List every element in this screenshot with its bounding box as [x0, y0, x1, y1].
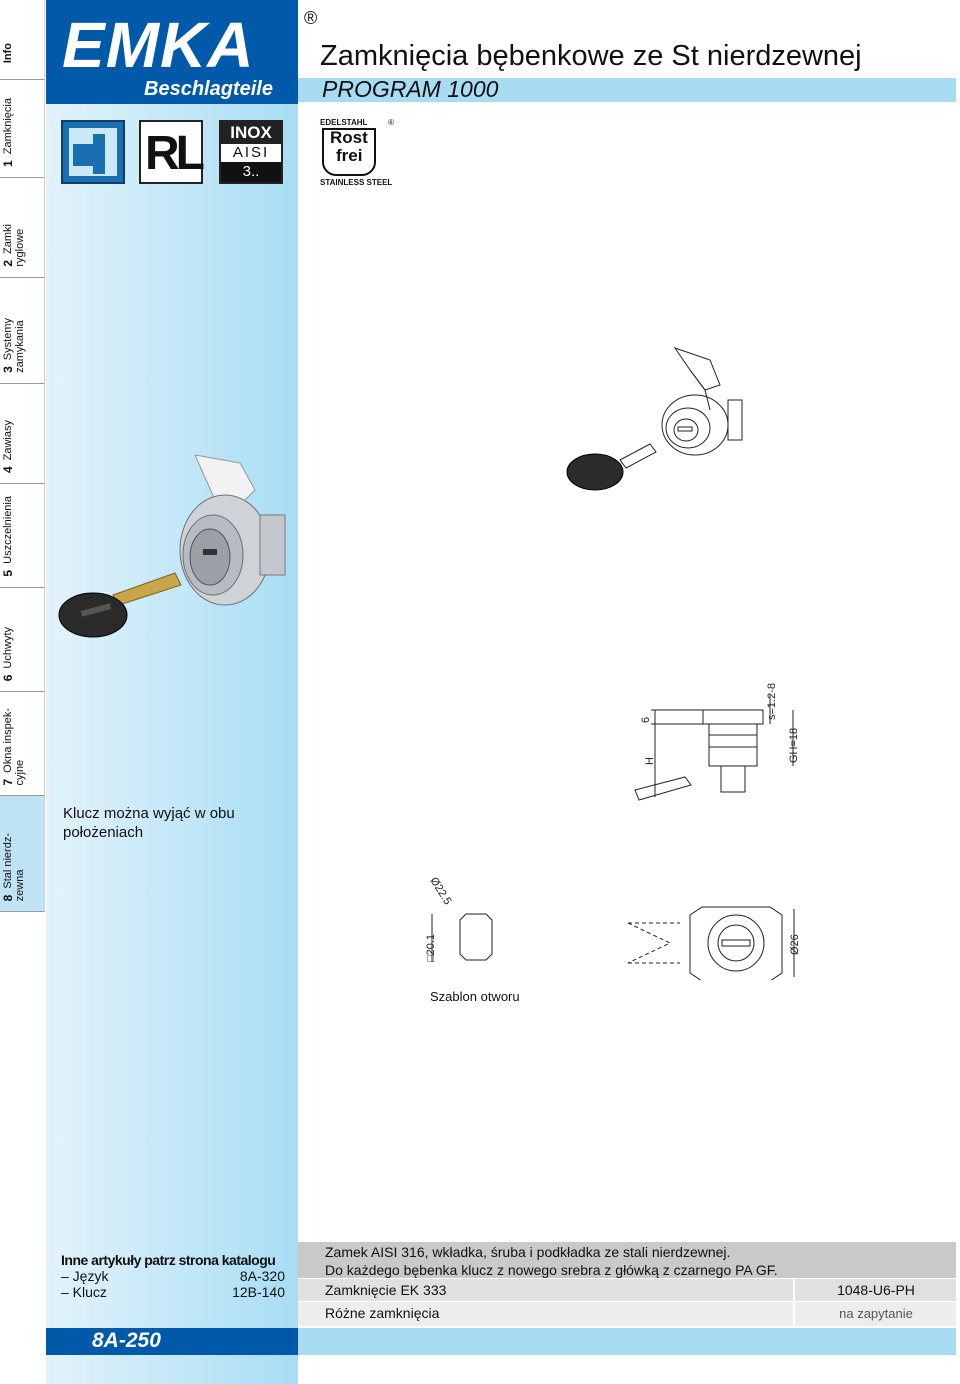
page-number-bar — [46, 1328, 298, 1355]
tab-num: 8 — [1, 894, 15, 901]
tab-num: 3 — [1, 366, 15, 373]
hole-template-label: Szablon otworu — [430, 989, 520, 1004]
see-also-title: Inne artykuły patrz strona katalogu — [61, 1252, 276, 1268]
tab-text: Info — [2, 42, 14, 63]
section-tabs: Info 1 Zamknięcia 2Zamki ryglowe 3Systemy… — [0, 0, 45, 912]
dim-6: 6 — [640, 717, 652, 723]
rostfrei-bottom: STAINLESS STEEL — [320, 178, 393, 187]
rostfrei-word1: Rost — [330, 128, 368, 147]
registered-mark: ® — [304, 8, 318, 28]
rostfrei-shield-icon — [322, 128, 376, 176]
hole-template-drawing: Ø22.5 □20.1 — [425, 875, 493, 962]
footer-band — [298, 1328, 956, 1355]
spec-row-label: Różne zamknięcia — [325, 1305, 440, 1321]
tab-uchwyty[interactable]: 6 Uchwyty — [0, 588, 45, 692]
key-note-line2: położeniach — [63, 824, 144, 841]
tab-text: Okna inspek- cyjne — [2, 707, 26, 786]
see-also-row: – Klucz 12B-140 — [61, 1284, 285, 1300]
tab-num: 2 — [1, 260, 15, 267]
brand-logo: EMKA — [62, 9, 255, 81]
inox-badge-mid: AISI — [232, 144, 270, 161]
page-number: 8A-250 — [92, 1329, 161, 1352]
dim-H: H — [644, 757, 656, 765]
rostfrei-top: EDELSTAHL — [320, 118, 368, 127]
key-note-line1: Klucz można wyjąć w obu — [63, 805, 235, 822]
technical-side-view: 6 H s=1.2-8 GH=18 — [634, 683, 800, 801]
brand-subtitle-bar — [46, 76, 298, 104]
inox-badge: INOX AISI 3.. — [219, 120, 283, 184]
tab-text: Zamknięcia — [2, 98, 14, 155]
sidebar-column — [46, 0, 298, 1384]
see-also-page[interactable]: 8A-320 — [239, 1268, 285, 1284]
tab-zamkniecia[interactable]: 1 Zamknięcia — [0, 80, 45, 178]
tab-num: 1 — [1, 160, 15, 167]
see-also-page[interactable]: 12B-140 — [232, 1284, 285, 1300]
brand-subtitle: Beschlagteile — [144, 78, 273, 100]
spec-description-line2: Do każdego bębenka klucz z nowego srebra… — [325, 1262, 778, 1278]
lock-drawing-3d — [566, 347, 743, 491]
spec-description — [298, 1242, 956, 1278]
spec-row-code: na zapytanie — [793, 1302, 957, 1326]
tab-stal-nierdzewna[interactable]: 8Stal nierdz- zewna — [0, 796, 45, 912]
tab-text: Uchwyty — [2, 626, 14, 669]
see-also-label: – Klucz — [61, 1284, 107, 1300]
tab-text: Stal nierdz- zewna — [2, 832, 26, 901]
profile-icon — [61, 120, 125, 184]
dim-diameter-26: Ø26 — [789, 934, 801, 955]
tab-num: 5 — [1, 570, 15, 577]
program-title: PROGRAM 1000 — [322, 76, 499, 102]
technical-front-view: Ø26 — [627, 906, 801, 980]
lock-photo-left — [58, 454, 286, 638]
tab-text: Zawiasy — [2, 419, 14, 461]
rostfrei-logo: EDELSTAHL ® Rost frei STAINLESS STEEL — [320, 118, 400, 188]
dim-hole-diameter: Ø22.5 — [427, 875, 453, 907]
dim-GH: GH=18 — [788, 728, 800, 763]
tab-num: 7 — [1, 778, 15, 785]
tab-text: Uszczelnienia — [2, 496, 14, 565]
spec-row-code: 1048-U6-PH — [793, 1279, 957, 1301]
tab-text: Systemy zamykania — [2, 318, 26, 373]
spec-row-label: Zamknięcie EK 333 — [325, 1282, 447, 1298]
dim-hole-square: □20.1 — [425, 934, 437, 962]
spec-row — [298, 1279, 956, 1301]
tab-zamki-ryglowe[interactable]: 2Zamki ryglowe — [0, 178, 45, 278]
key-note: Klucz można wyjąć w obu położeniach — [63, 804, 235, 842]
header-band — [298, 78, 956, 102]
spec-description-line1: Zamek AISI 316, wkładka, śruba i podkład… — [325, 1244, 731, 1260]
see-also-box: Inne artykuły patrz strona katalogu – Ję… — [61, 1252, 285, 1300]
spec-row — [298, 1302, 956, 1326]
tab-uszczelnienia[interactable]: 5 Uszczelnienia — [0, 484, 45, 588]
inox-badge-top: INOX — [221, 122, 281, 144]
tab-systemy-zamykania[interactable]: 3Systemy zamykania — [0, 278, 45, 384]
see-also-label: – Język — [61, 1268, 109, 1284]
rl-badge: RL — [139, 120, 205, 184]
rostfrei-registered: ® — [388, 118, 394, 127]
inox-badge-bottom: 3.. — [221, 162, 281, 182]
tab-info[interactable]: Info — [0, 0, 45, 80]
rl-badge-text: RL — [145, 127, 205, 180]
dim-s: s=1.2-8 — [766, 683, 778, 720]
tab-zawiasy[interactable]: 4 Zawiasy — [0, 384, 45, 484]
tab-num: 4 — [1, 466, 15, 473]
tab-okna-inspekcyjne[interactable]: 7Okna inspek- cyjne — [0, 692, 45, 796]
page-title: Zamknięcia bębenkowe ze St nierdzewnej — [320, 40, 862, 72]
rostfrei-word2: frei — [336, 146, 363, 165]
tab-num: 6 — [1, 674, 15, 681]
see-also-row: – Język 8A-320 — [61, 1268, 285, 1284]
